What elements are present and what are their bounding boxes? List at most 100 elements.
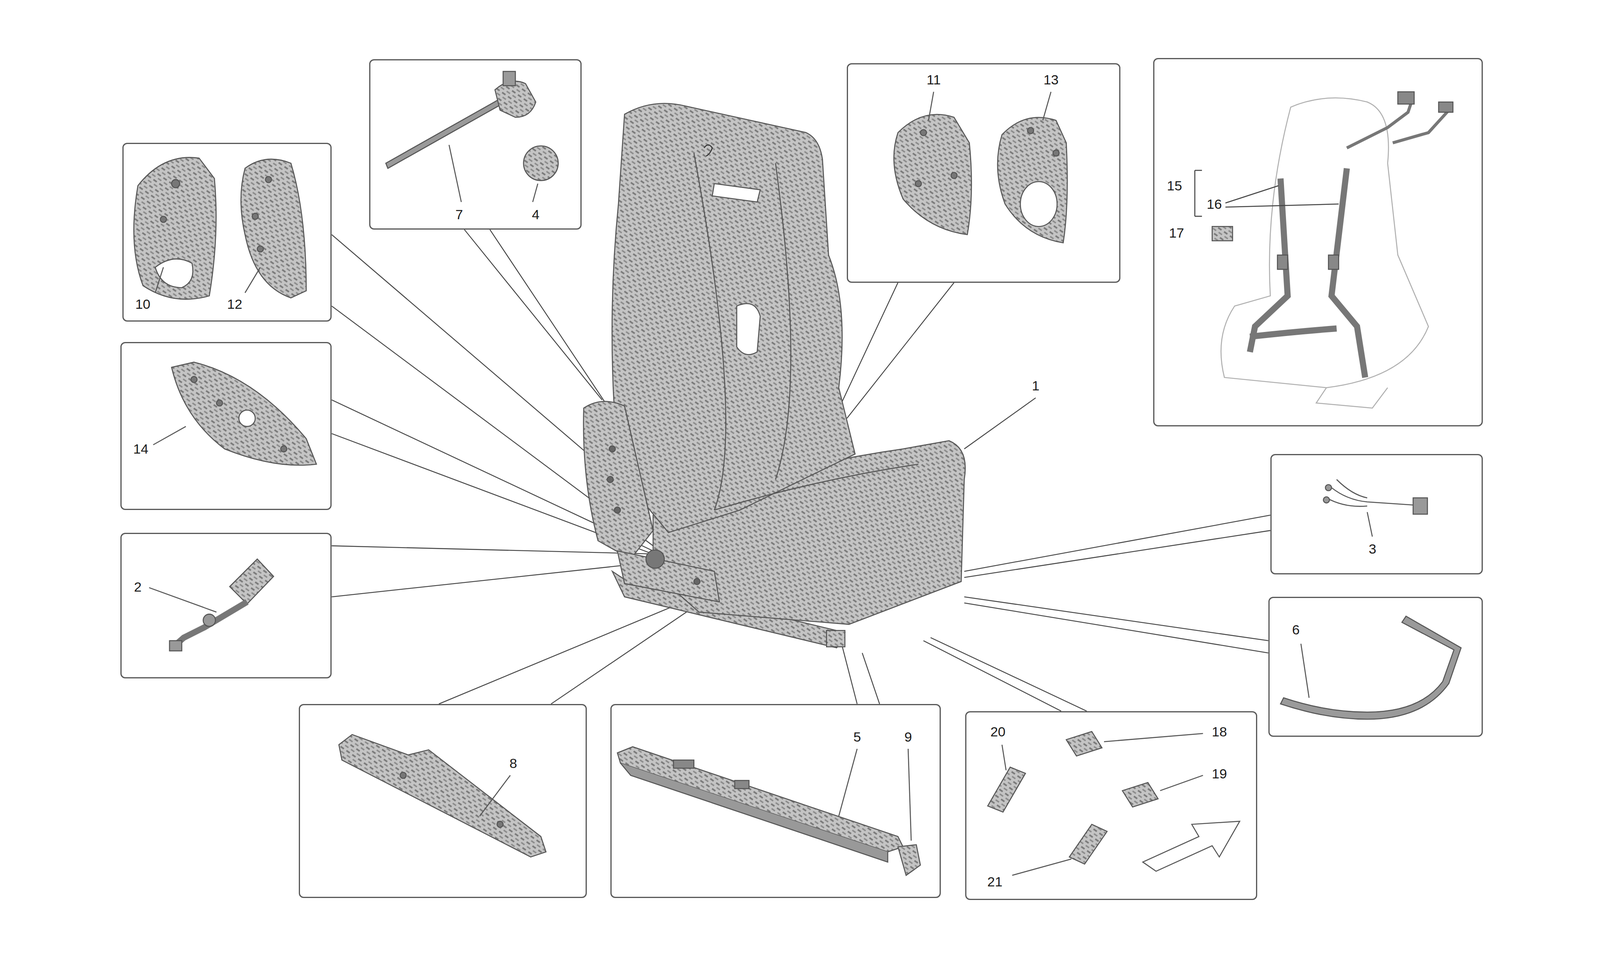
illustration-part	[964, 515, 1271, 572]
callout-number: 16	[1206, 197, 1222, 211]
callout-number: 7	[455, 207, 463, 222]
inset-panel: 3	[1270, 454, 1483, 575]
part-plate-14	[153, 362, 317, 466]
callout-number: 8	[509, 756, 518, 770]
part-harness-15-16-17	[1194, 92, 1453, 409]
illustration-part	[836, 282, 898, 413]
illustration-part	[617, 746, 903, 852]
part-rail-5-clip-9	[617, 746, 920, 876]
illustration-part	[964, 602, 1269, 653]
illustration-part	[964, 530, 1271, 578]
callout-number: 4	[532, 207, 540, 222]
illustration-part	[1066, 731, 1102, 756]
illustration-part	[1392, 110, 1449, 143]
illustration-part	[523, 146, 559, 181]
illustration-part	[503, 71, 516, 86]
illustration-part	[923, 640, 1062, 712]
illustration-part	[1142, 821, 1240, 872]
illustration-part	[257, 246, 264, 252]
inset-panel: 1012	[122, 142, 332, 322]
illustration-part	[894, 114, 972, 235]
illustration-part	[240, 159, 306, 298]
illustration-part	[898, 844, 921, 876]
callout-number: 18	[1212, 724, 1228, 739]
illustration-part	[1250, 178, 1288, 352]
illustration-part	[862, 652, 880, 704]
illustration-part	[607, 476, 614, 483]
illustration-part	[1020, 181, 1058, 227]
callout-number: 10	[135, 297, 151, 311]
illustration-part	[1398, 92, 1415, 105]
illustration-part	[1277, 255, 1288, 270]
illustration-part	[532, 183, 538, 202]
illustration-part	[338, 734, 546, 857]
illustration-part	[714, 464, 919, 510]
illustration-part	[908, 748, 912, 841]
illustration-part	[155, 267, 164, 293]
illustration-part	[551, 607, 694, 704]
illustration-part	[280, 446, 287, 452]
illustration-part	[583, 401, 654, 559]
illustration-part	[171, 362, 317, 466]
illustration-part	[1326, 498, 1368, 507]
illustration-part	[134, 157, 217, 300]
illustration-part	[736, 303, 761, 355]
illustration-part	[1316, 387, 1388, 408]
illustration-part	[245, 267, 261, 293]
inset-panel: 14	[120, 342, 332, 511]
callout-number: 17	[1168, 226, 1184, 240]
illustration-part	[160, 216, 167, 223]
illustration-part	[826, 630, 845, 647]
illustration-part	[1300, 643, 1309, 698]
callout-number: 15	[1166, 178, 1182, 193]
illustration-part	[464, 229, 602, 400]
callout-number: 14	[133, 442, 149, 456]
inset-panel: 20181921	[965, 711, 1258, 900]
callout-number: 13	[1043, 72, 1059, 87]
illustration-part	[1069, 824, 1107, 864]
illustration-part	[612, 103, 856, 533]
inset-panel: 8	[298, 704, 587, 898]
illustration-part	[497, 821, 504, 828]
illustration-part	[842, 644, 858, 704]
illustration-part	[216, 400, 223, 406]
part-pads-18-21	[987, 731, 1240, 876]
illustration-part	[1104, 733, 1203, 742]
callout-number: 19	[1212, 766, 1228, 781]
illustration-part	[1053, 150, 1060, 156]
illustration-part	[997, 117, 1068, 243]
illustration-part	[987, 767, 1026, 812]
illustration-part	[438, 602, 684, 704]
illustration-part	[490, 229, 611, 410]
illustration-part	[203, 614, 216, 627]
illustration-part	[1042, 92, 1051, 121]
illustration-part	[694, 153, 726, 511]
illustration-part	[1012, 859, 1072, 876]
part-bracket-8	[338, 734, 546, 857]
illustration-part	[479, 775, 511, 816]
part-wiring-3	[1323, 479, 1428, 537]
illustration-part	[694, 578, 700, 585]
illustration-part	[400, 772, 406, 779]
illustration-part	[930, 637, 1087, 712]
illustration-part	[920, 129, 927, 136]
illustration-part	[915, 180, 922, 187]
illustration-part	[175, 602, 248, 645]
callout-number: 11	[926, 72, 941, 87]
illustration-part	[617, 550, 720, 602]
inset-panel: 11 13	[846, 63, 1121, 283]
illustration-part	[1328, 255, 1339, 270]
illustration-part	[620, 763, 888, 862]
callout-number: 3	[1368, 542, 1377, 556]
illustration-part	[1413, 498, 1428, 515]
illustration-part	[1194, 170, 1196, 217]
illustration-part	[673, 760, 694, 768]
illustration-part	[1225, 204, 1339, 208]
illustration-part	[149, 587, 217, 612]
part-plates-10-12	[134, 157, 307, 300]
illustration-part	[846, 282, 954, 418]
illustration-part	[964, 596, 1269, 641]
illustration-part	[1002, 744, 1006, 771]
illustration-part	[1367, 512, 1373, 537]
part-plates-11-13	[894, 92, 1068, 243]
